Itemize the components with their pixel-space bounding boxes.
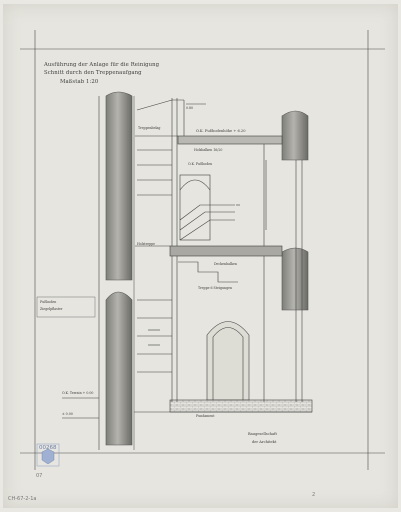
archive-stamp: [36, 443, 60, 467]
note-floor-level-1: O.K. Fußbodenhöhe + 6.20: [196, 129, 246, 133]
note-floor-level-3: O.K. Fußboden: [188, 162, 213, 166]
note-foundation: Fundament: [196, 414, 215, 418]
stamp-number: 00268: [39, 445, 57, 451]
catalog-number: CH-67-2-1a: [8, 496, 37, 502]
note-lower-2: Ziegelpflaster: [40, 307, 63, 311]
title-line-1: Ausführung der Anlage für die Reinigung: [44, 62, 160, 68]
note-ground-level: O.K. Terrain + 0.00: [62, 391, 94, 395]
corner-mark: 07: [36, 473, 43, 479]
note-mid-2: Treppe 6 Steigungen: [198, 286, 233, 290]
note-mid: Holztreppe: [137, 242, 156, 246]
signature-line-2: der Architekt: [252, 440, 277, 444]
structure-lines: [62, 98, 313, 419]
title-line-2: Schnitt durch den Treppenaufgang: [44, 70, 142, 76]
title-line-3: Maßstab 1:20: [60, 79, 99, 85]
right-column: [281, 110, 309, 402]
note-level-minus: ± 0.00: [62, 412, 73, 416]
note-lower-1: Fußboden: [40, 300, 57, 304]
page-mark: 2: [312, 492, 316, 498]
note-right: Deckenbalken: [214, 262, 237, 266]
note-floor-level-2: Holzbalken 16/20: [194, 148, 223, 152]
annotation-box: [36, 296, 96, 318]
signature-line-1: Baugesellschaft: [248, 432, 277, 436]
note-top-dim: 0.80: [186, 106, 194, 110]
left-column: [98, 91, 135, 450]
frame-lines: [20, 30, 385, 470]
note-left-block: Treppenbelag: [138, 126, 161, 130]
